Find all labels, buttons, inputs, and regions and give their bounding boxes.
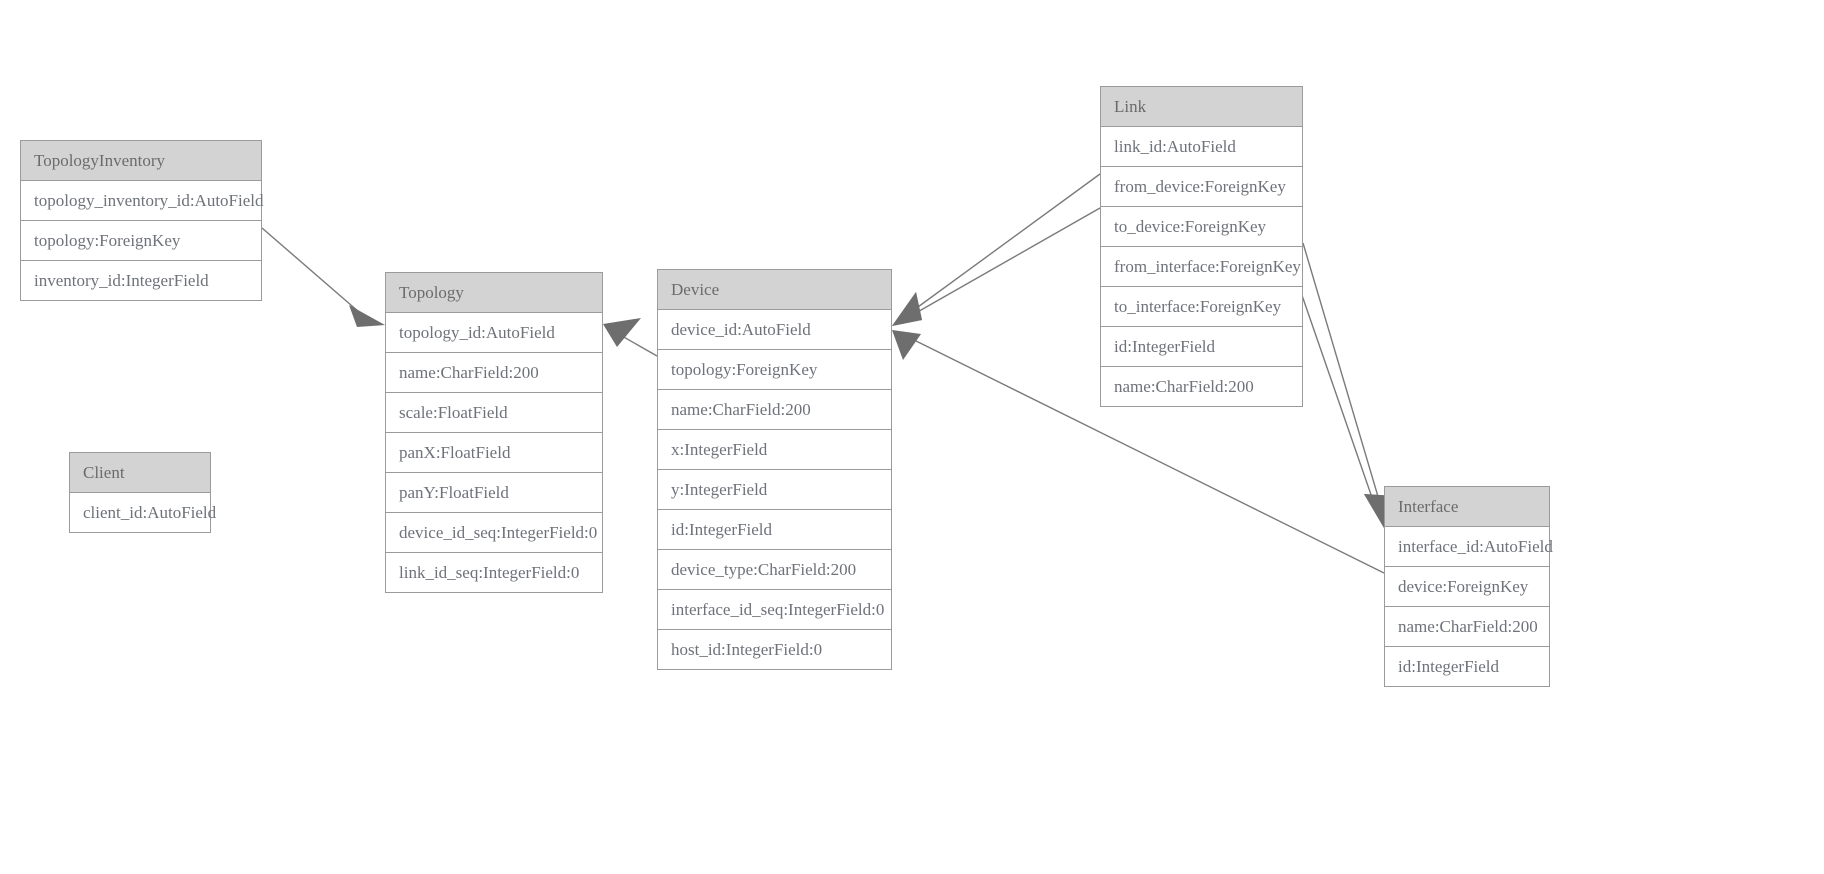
field-row: name:CharField:200 xyxy=(1101,367,1302,406)
field-row: panY:FloatField xyxy=(386,473,602,513)
field-row: id:IntegerField xyxy=(1101,327,1302,367)
field-row: link_id:AutoField xyxy=(1101,127,1302,167)
field-row: interface_id_seq:IntegerField:0 xyxy=(658,590,891,630)
entity-title: Client xyxy=(70,453,210,493)
entity-interface[interactable]: Interface interface_id:AutoField device:… xyxy=(1384,486,1553,687)
field-row: topology:ForeignKey xyxy=(21,221,261,261)
field-row: host_id:IntegerField:0 xyxy=(658,630,891,669)
field-row: panX:FloatField xyxy=(386,433,602,473)
field-row: to_interface:ForeignKey xyxy=(1101,287,1302,327)
field-row: name:CharField:200 xyxy=(658,390,891,430)
field-row: interface_id:AutoField xyxy=(1385,527,1553,567)
field-row: from_interface:ForeignKey xyxy=(1101,247,1302,287)
field-row: x:IntegerField xyxy=(658,430,891,470)
field-row: topology_id:AutoField xyxy=(386,313,602,353)
field-row: y:IntegerField xyxy=(658,470,891,510)
field-row: client_id:AutoField xyxy=(70,493,216,532)
field-row: topology:ForeignKey xyxy=(658,350,891,390)
field-row: device_id:AutoField xyxy=(658,310,891,350)
edge-link-from-interface-to-interface xyxy=(1302,242,1395,528)
field-row: link_id_seq:IntegerField:0 xyxy=(386,553,602,592)
edge-link-from-device-to-device xyxy=(892,173,1101,326)
entity-topology[interactable]: Topology topology_id:AutoField name:Char… xyxy=(385,272,603,593)
entity-device[interactable]: Device device_id:AutoField topology:Fore… xyxy=(657,269,892,670)
field-row: to_device:ForeignKey xyxy=(1101,207,1302,247)
entity-title: Device xyxy=(658,270,891,310)
field-row: name:CharField:200 xyxy=(1385,607,1549,647)
field-row: from_device:ForeignKey xyxy=(1101,167,1302,207)
field-row: device_id_seq:IntegerField:0 xyxy=(386,513,602,553)
field-row: device:ForeignKey xyxy=(1385,567,1549,607)
entity-title: Topology xyxy=(386,273,602,313)
edge-device-to-topology xyxy=(603,318,658,357)
field-row: id:IntegerField xyxy=(1385,647,1549,686)
field-row: device_type:CharField:200 xyxy=(658,550,891,590)
entity-title: Link xyxy=(1101,87,1302,127)
field-row: inventory_id:IntegerField xyxy=(21,261,261,300)
entity-client[interactable]: Client client_id:AutoField xyxy=(69,452,216,533)
entity-topologyinventory[interactable]: TopologyInventory topology_inventory_id:… xyxy=(20,140,264,301)
entity-title: TopologyInventory xyxy=(21,141,261,181)
entity-title: Interface xyxy=(1385,487,1549,527)
edge-link-to-interface-to-interface xyxy=(1295,277,1395,528)
edge-topologyinventory-to-topology xyxy=(261,227,385,327)
field-row: scale:FloatField xyxy=(386,393,602,433)
edge-link-to-device-to-device xyxy=(892,207,1101,326)
field-row: name:CharField:200 xyxy=(386,353,602,393)
entity-link[interactable]: Link link_id:AutoField from_device:Forei… xyxy=(1100,86,1303,407)
field-row: id:IntegerField xyxy=(658,510,891,550)
field-row: topology_inventory_id:AutoField xyxy=(21,181,264,221)
